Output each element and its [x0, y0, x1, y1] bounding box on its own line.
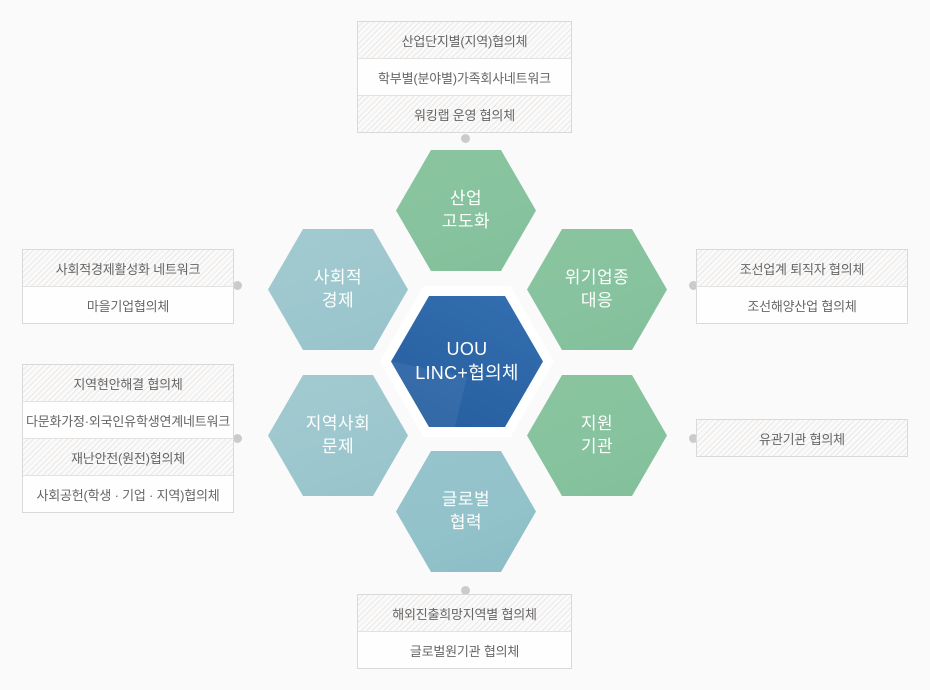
label-row: 워킹랩 운영 협의체: [358, 95, 571, 132]
label-row: 산업단지별(지역)협의체: [358, 22, 571, 58]
hex-social-economy: 사회적 경제: [268, 229, 408, 350]
hex-crisis-industry-response: 위기업종 대응: [527, 229, 667, 350]
hex-label-line: 협력: [449, 512, 483, 532]
label-box-local-community: 지역현안해결 협의체 다문화가정·외국인유학생연계네트워크 재난안전(원전)협의…: [22, 364, 234, 513]
label-box-social-economy: 사회적경제활성화 네트워크 마을기업협의체: [22, 249, 234, 324]
connector-dot-top: [461, 134, 470, 143]
hex-center-ring: UOU LINC+협의체: [380, 286, 554, 437]
hex-label-line: 고도화: [441, 211, 491, 231]
label-row: 사회적경제활성화 네트워크: [23, 250, 233, 286]
hex-label-line: 사회적: [313, 268, 363, 288]
label-box-industry: 산업단지별(지역)협의체 학부별(분야별)가족회사네트워크 워킹랩 운영 협의체: [357, 21, 572, 133]
connector-dot-left-top: [233, 281, 242, 290]
hex-label: 지원 기관: [581, 413, 613, 458]
hex-label-line: 기관: [580, 436, 614, 456]
label-row: 글로벌원기관 협의체: [358, 631, 571, 668]
hex-global-cooperation: 글로벌 협력: [396, 451, 536, 572]
label-row: 해외진출희망지역별 협의체: [358, 595, 571, 631]
label-row: 조선해양산업 협의체: [697, 286, 907, 323]
connector-dot-right-top: [689, 281, 698, 290]
connector-dot-right-bottom: [689, 434, 698, 443]
hex-label: 산업 고도화: [442, 188, 490, 233]
hex-label-line: 위기업종: [564, 268, 630, 288]
label-box-support-organizations: 유관기관 협의체: [696, 419, 908, 457]
label-row: 조선업계 퇴직자 협의체: [697, 250, 907, 286]
hex-label: UOU LINC+협의체: [415, 338, 519, 386]
label-row: 사회공헌(학생 · 기업 · 지역)협의체: [23, 475, 233, 512]
hex-uou-linc-council: UOU LINC+협의체: [391, 296, 543, 427]
hex-label-line: 대응: [580, 290, 614, 310]
hex-label-line: 문제: [321, 436, 355, 456]
connector-dot-left-bottom: [233, 434, 242, 443]
hex-local-community-issues: 지역사회 문제: [268, 375, 408, 496]
label-row: 유관기관 협의체: [697, 420, 907, 456]
label-row: 마을기업협의체: [23, 286, 233, 323]
hex-label: 글로벌 협력: [442, 489, 490, 534]
label-box-global: 해외진출희망지역별 협의체 글로벌원기관 협의체: [357, 594, 572, 669]
hex-industry-advancement: 산업 고도화: [396, 150, 536, 271]
hex-label-line: 산업: [449, 189, 483, 209]
hex-label: 지역사회 문제: [306, 413, 371, 458]
hex-label-line: 지원: [580, 414, 614, 434]
hex-label: 사회적 경제: [314, 267, 362, 312]
hex-label-line: UOU: [446, 338, 488, 359]
hex-label-line: 글로벌: [441, 490, 491, 510]
label-row: 다문화가정·외국인유학생연계네트워크: [23, 401, 233, 438]
label-row: 지역현안해결 협의체: [23, 365, 233, 401]
label-box-crisis-industry: 조선업계 퇴직자 협의체 조선해양산업 협의체: [696, 249, 908, 324]
hex-label: 위기업종 대응: [565, 267, 630, 312]
hex-label-line: 지역사회: [305, 414, 371, 434]
hex-label-line: 경제: [321, 290, 355, 310]
connector-dot-bottom: [461, 586, 470, 595]
label-row: 재난안전(원전)협의체: [23, 438, 233, 475]
hex-label-line: LINC+협의체: [415, 362, 519, 383]
hex-support-organizations: 지원 기관: [527, 375, 667, 496]
label-row: 학부별(분야별)가족회사네트워크: [358, 58, 571, 95]
